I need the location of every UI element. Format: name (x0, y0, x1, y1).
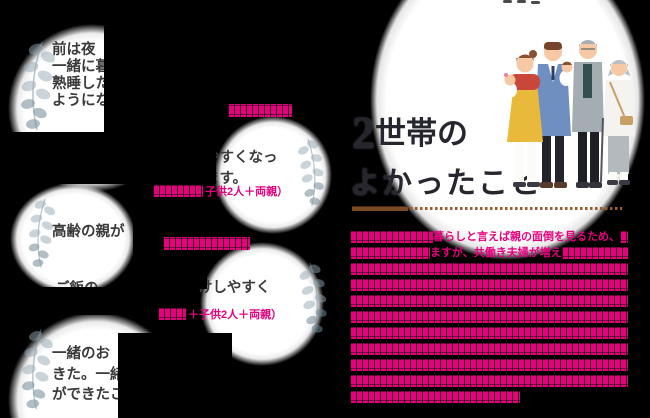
testimonial-4-text: けしやすく (198, 280, 271, 296)
page-title-line2: よかったこと (350, 167, 542, 200)
blackout-region (150, 256, 198, 302)
body-line (350, 391, 630, 403)
testimonial-1-text: 前は夜一緒に暮熟睡したようにな (52, 42, 110, 109)
body-obscured-part (350, 359, 628, 371)
circle-dash-icon (517, 0, 526, 3)
baby-2-figure (559, 61, 573, 86)
body-obscured-part (350, 343, 628, 355)
body-obscured-part (620, 231, 628, 243)
circle-dash-icon (531, 1, 540, 4)
blackout-region (0, 287, 140, 315)
body-line (350, 375, 630, 387)
testimonial-2-text-line1: やすくなっ (205, 150, 278, 166)
body-obscured-part (350, 391, 520, 403)
grandfather-figure (572, 40, 604, 188)
category-heading-obscured (228, 104, 292, 117)
body-obscured-part (350, 311, 628, 323)
testimonial-5-text: 一緒のおきた。一緒ができたこ (52, 346, 125, 403)
body-obscured-part (350, 263, 628, 275)
body-line (350, 263, 630, 275)
testimonial-bubble-2 (214, 116, 332, 234)
rule-dots-segment (410, 207, 622, 210)
eucalyptus-branch-icon (297, 262, 329, 335)
baby-1-figure (504, 73, 517, 98)
body-line (350, 343, 630, 355)
blackout-region (104, 26, 216, 132)
body-line (350, 359, 630, 371)
body-obscured-part (350, 247, 430, 259)
attribution-obscured-part (158, 308, 186, 320)
blackout-region (150, 140, 208, 190)
dotted-rule (352, 205, 624, 211)
grandmother-figure (600, 60, 635, 185)
body-obscured-part (350, 279, 628, 291)
body-line (350, 327, 630, 339)
testimonial-3-text-line1: 高齢の親が (52, 224, 125, 240)
body-obscured-part (350, 327, 628, 339)
body-obscured-part (561, 247, 628, 259)
body-line (350, 279, 630, 291)
body-line (350, 311, 630, 323)
body-obscured-part (350, 231, 433, 243)
rule-solid-segment (352, 206, 408, 211)
body-obscured-part (350, 375, 628, 387)
body-line (350, 295, 630, 307)
testimonial-bubble-3 (10, 183, 136, 295)
eucalyptus-branch-icon (296, 138, 326, 207)
family-illustration (504, 40, 635, 188)
page-title-line1: 2世帯の (352, 107, 468, 158)
circle-dash-icon (503, 0, 512, 3)
blackout-region (118, 333, 232, 418)
title-big-digit: 2 (352, 107, 375, 158)
father-figure (535, 42, 571, 188)
mother-figure (507, 50, 543, 187)
body-obscured-part (350, 295, 628, 307)
